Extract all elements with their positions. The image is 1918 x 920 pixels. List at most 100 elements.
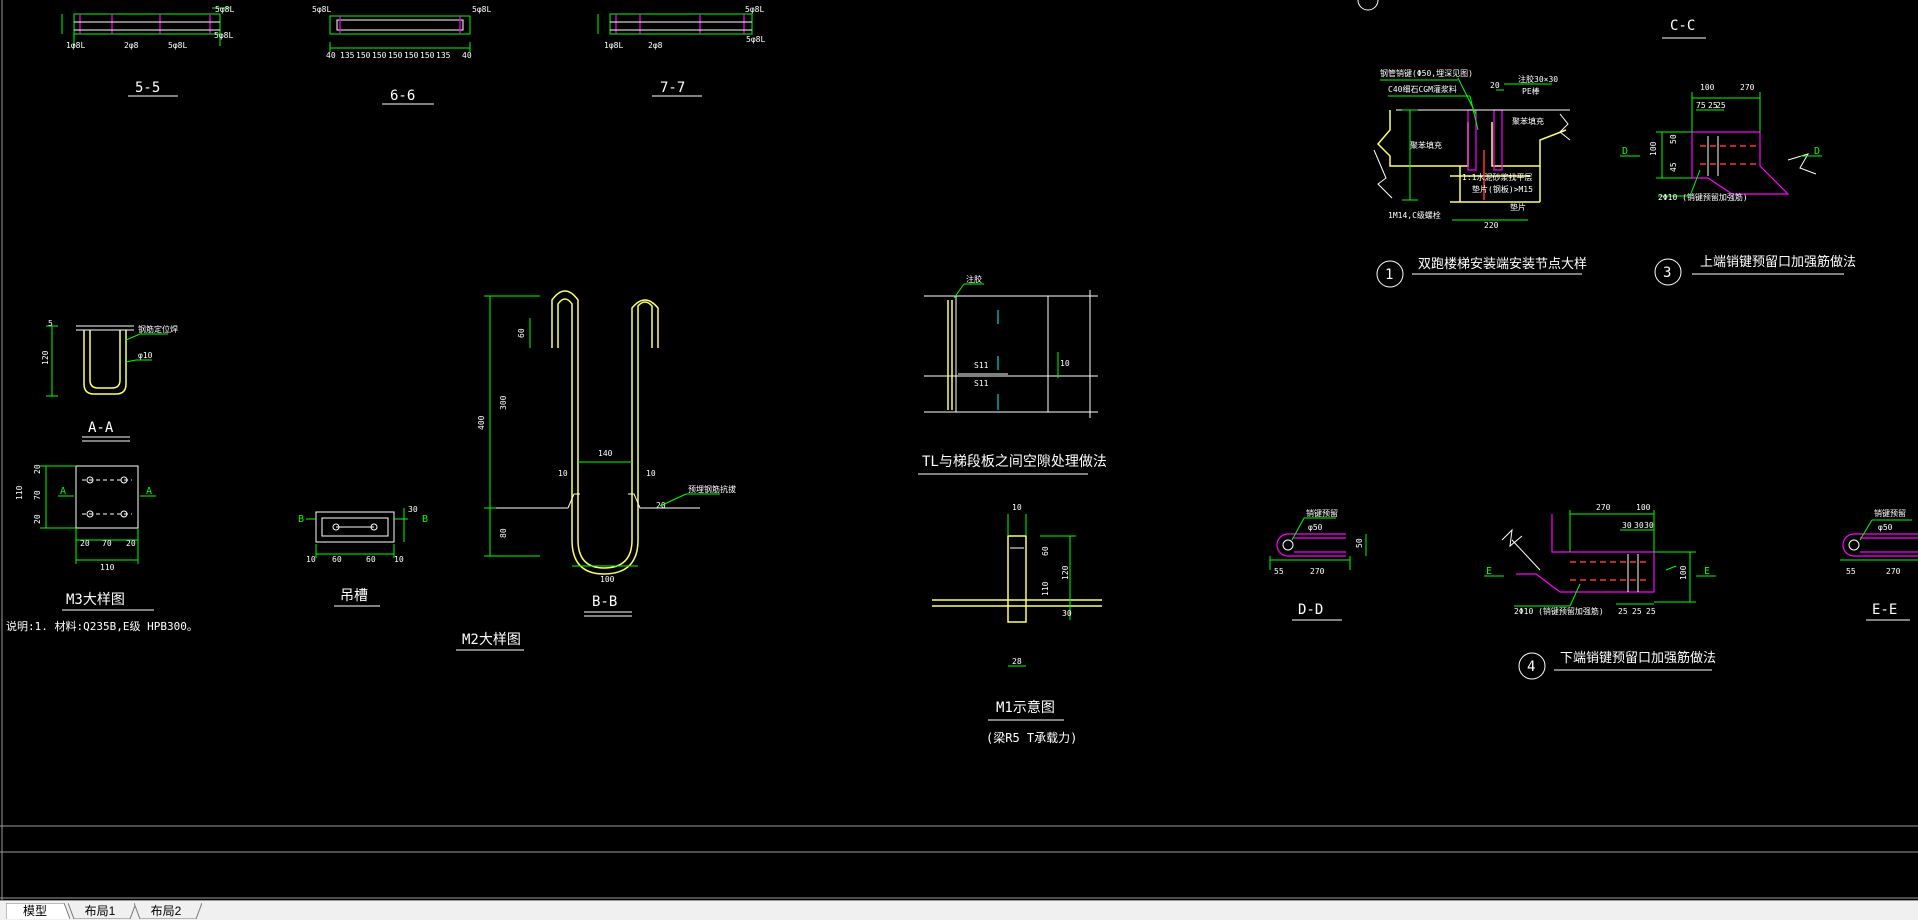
ee-dim-270: 270 (1886, 567, 1901, 576)
detail-4-marker: 4 (1527, 659, 1535, 675)
tab-model-shape (6, 903, 70, 919)
drawing-frame (0, 0, 1918, 900)
m2-title: M2大样图 (462, 632, 521, 648)
s5-label-c: 1φ8L (66, 41, 85, 50)
section-c-c: C-C (1662, 18, 1706, 39)
m1-subtitle: (梁R5 T承载力) (986, 730, 1077, 745)
section-5-5-title: 5-5 (135, 80, 160, 96)
d1-note-9: 垫片 (1510, 202, 1526, 212)
s6-d0: 40 (326, 51, 336, 60)
drawing-canvas[interactable]: .w{stroke:#fff;fill:none;stroke-width:1}… (0, 0, 1918, 900)
m3-dim-110v: 110 (15, 485, 24, 500)
m1-dim-30: 30 (1062, 609, 1072, 618)
m3-dim-20a: 20 (33, 464, 42, 474)
d3-dim-75: 75 (1696, 101, 1706, 110)
tab-layout2[interactable]: 布局2 (134, 903, 202, 919)
m2-dim-140: 140 (598, 449, 613, 458)
m1-dim-28: 28 (1012, 657, 1022, 666)
section-5-5: 5φ8L 5φ8L 1φ8L 2φ8 5φ8L 5-5 (61, 5, 234, 97)
d1-dim-220: 220 (1484, 221, 1499, 230)
m1-dim-10: 10 (1012, 503, 1022, 512)
section-7-7: 5φ8L 5φ8L 1φ8L 2φ8 7-7 (597, 5, 765, 97)
tl-dim-10: 10 (1060, 359, 1070, 368)
d4-dim-30c: 30 (1644, 521, 1654, 530)
s6-d8: 40 (462, 51, 472, 60)
section-7-7-title: 7-7 (660, 80, 685, 96)
dd-dim-270: 270 (1310, 567, 1325, 576)
tab-layout2-shape (134, 903, 202, 919)
section-b-b-title: B-B (592, 594, 617, 610)
s5-label-e: 5φ8L (168, 41, 187, 50)
m1-dim-60: 60 (1041, 546, 1050, 556)
d3-d-left: D (1622, 146, 1628, 157)
s5-label-b: 5φ8L (214, 31, 233, 40)
d3-note: 2Φ10 (销键预留加强筋) (1658, 192, 1748, 202)
section-e-e: 55 270 销键预留 φ50 E-E (1840, 508, 1918, 621)
aa-note-1: 钢筋定位焊 (138, 324, 178, 334)
aa-dim-5: 5 (48, 319, 53, 328)
m1-dim-120: 120 (1061, 565, 1070, 580)
hole-b-right: B (422, 514, 428, 525)
m3-a-right: A (146, 486, 152, 497)
detail-1-marker: 1 (1385, 267, 1393, 283)
section-c-c-title: C-C (1670, 18, 1695, 34)
m3-dim-110h: 110 (100, 563, 115, 572)
tab-model-label: 模型 (22, 904, 47, 918)
s6-d1: 135 (340, 51, 355, 60)
ee-note: 销键预留 (1874, 508, 1906, 518)
layout-tab-bar: 模型 布局1 布局2 (0, 900, 1918, 920)
d1-note-6: 1:1水泥砂浆找平层 (1462, 172, 1532, 182)
d4-e-right: E (1704, 566, 1710, 577)
m3-a-left: A (60, 486, 66, 497)
d1-dim-20: 20 (1490, 81, 1500, 90)
section-d-d-title: D-D (1298, 602, 1323, 618)
hole-dim-30: 30 (408, 505, 418, 514)
material-note: 说明:1. 材料:Q235B,E级 HPB300。 (6, 619, 198, 633)
s7-label-d: 2φ8 (648, 41, 663, 50)
d3-dim-100: 100 (1700, 83, 1715, 92)
bb-note: 预埋钢筋抗拔 (688, 484, 736, 494)
d4-dim-25c: 25 (1646, 607, 1656, 616)
m2-dim-400: 400 (477, 415, 486, 430)
s6-label-a: 5φ8L (472, 5, 491, 14)
d4-dim-30a: 30 (1622, 521, 1632, 530)
ee-dim-55: 55 (1846, 567, 1856, 576)
hole-title: 吊槽 (340, 588, 368, 604)
detail-4-title: 下端销键预留口加强筋做法 (1560, 650, 1716, 666)
d1-note-1: 钢管销键(Φ50,埋深见图) (1380, 68, 1473, 78)
d1-note-2: C40细石CGM灌浆料 (1388, 84, 1457, 94)
detail-4: 270 100 30 30 30 25 25 25 100 E E 2Φ10 (… (1484, 503, 1716, 680)
d3-d-right: D (1814, 146, 1820, 157)
detail-3: 100 270 75 25 25 100 50 45 D D 2Φ10 (销键预… (1620, 83, 1856, 286)
s7-label-c: 1φ8L (604, 41, 623, 50)
aa-dim-120: 120 (41, 350, 50, 365)
m3-detail: 110 20 70 20 20 70 20 110 A A M3大样图 说明:1… (6, 464, 198, 633)
section-a-a-title: A-A (88, 420, 114, 436)
tab-model[interactable]: 模型 (6, 903, 70, 919)
hole-dim-10a: 10 (306, 555, 316, 564)
section-6-6: 5φ8L 5φ8L 40 135 150 150 150 150 150 135… (312, 5, 491, 105)
m1-detail: 10 60 120 110 30 28 M1示意图 (梁R5 T承载力) (932, 503, 1102, 745)
m3-dim-70h: 70 (102, 539, 112, 548)
s6-d2: 150 (356, 51, 371, 60)
s6-label-b: 5φ8L (312, 5, 331, 14)
detail-3-title: 上端销键预留口加强筋做法 (1700, 254, 1856, 270)
m1-title: M1示意图 (996, 699, 1055, 716)
dd-dim-50: 50 (1355, 538, 1364, 548)
m2-dim-100: 100 (600, 575, 615, 584)
s7-label-b: 5φ8L (746, 35, 765, 44)
tab-layout1-shape (68, 903, 136, 919)
s7-label-a: 5φ8L (745, 5, 764, 14)
hole-dim-60b: 60 (366, 555, 376, 564)
d4-note: 2Φ10 (销键预留加强筋) (1514, 606, 1604, 616)
tab-layout1[interactable]: 布局1 (68, 903, 136, 919)
tl-s-b: S11 (974, 379, 989, 388)
aa-note-2: φ10 (138, 351, 153, 360)
d4-dim-25a: 25 (1618, 607, 1628, 616)
d1-note-7: 垫片(钢板)>M15 (1472, 184, 1533, 194)
dd-dim-55: 55 (1274, 567, 1284, 576)
section-e-e-title: E-E (1872, 602, 1897, 618)
d4-e-left: E (1486, 566, 1492, 577)
d1-note-3: 注胶30×30 (1518, 74, 1558, 84)
tab-layout1-label: 布局1 (84, 904, 116, 918)
